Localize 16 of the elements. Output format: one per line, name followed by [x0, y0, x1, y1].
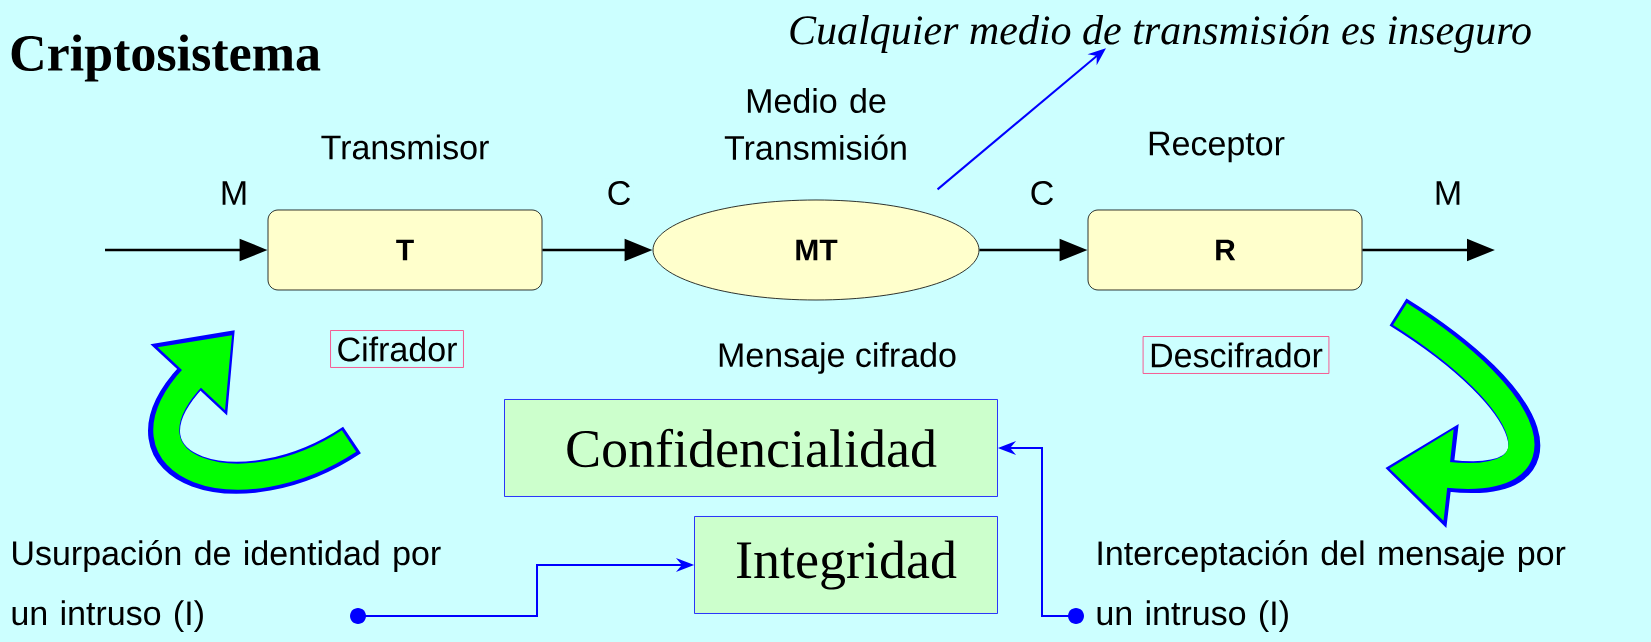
property-box: Confidencialidad [504, 399, 998, 497]
threat-text: Interceptación del mensaje por un intruso (I) [1097, 539, 1566, 632]
label-box: Descifrador [1142, 336, 1330, 374]
edge-label: M [1431, 179, 1465, 207]
box-heading: Medio de Transmisión [724, 88, 906, 160]
box-heading: Receptor [1149, 131, 1285, 163]
process-box: R [1087, 209, 1363, 291]
box-heading: Transmisor [321, 134, 489, 160]
property-box: Integridad [694, 516, 998, 614]
title: Criptosistema [11, 34, 321, 82]
label-box: Cifrador [330, 330, 464, 368]
threat-text: Usurpación de identidad por un intruso (I) [12, 539, 441, 632]
edge-label: M [217, 179, 251, 207]
node-label: Mensaje cifrado [719, 342, 956, 374]
process-box: T [267, 209, 543, 291]
note-text: Cualquier medio de transmisión es inseguro [790, 14, 1531, 54]
